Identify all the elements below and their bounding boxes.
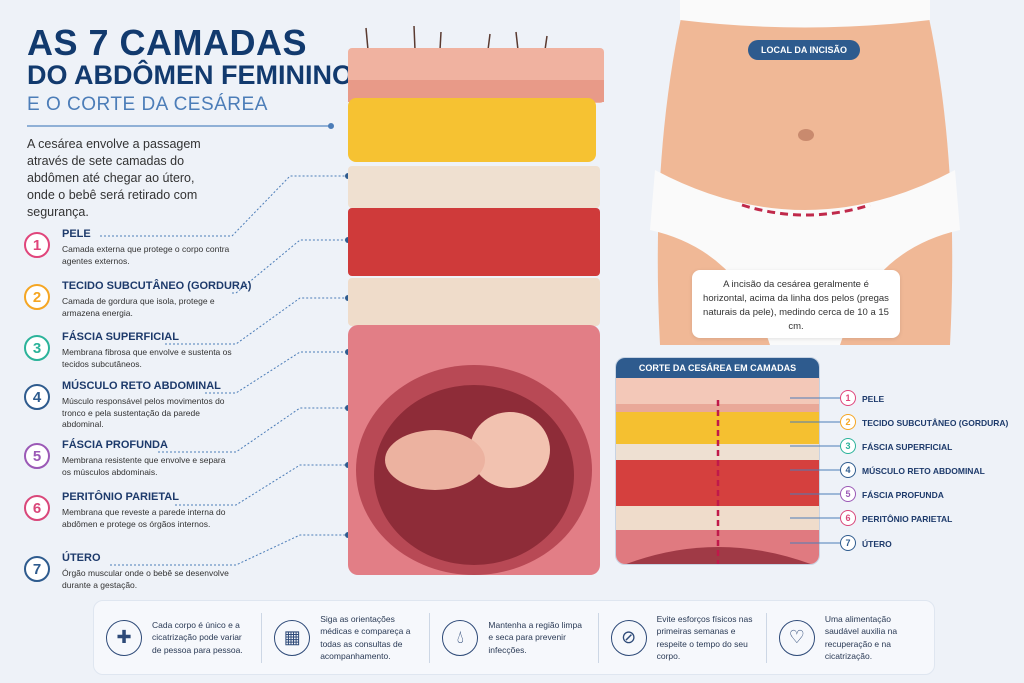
heart-icon: ♡ (778, 619, 815, 656)
tip-item: 💧︎Mantenha a região limpa e seca para pr… (430, 612, 599, 663)
number-badge: 4 (840, 462, 856, 478)
number-badge: 1 (24, 232, 50, 258)
muscle-layer (348, 208, 600, 276)
abdomen-layers-illustration (348, 25, 604, 575)
superficial-fascia-layer (348, 166, 600, 208)
number-badge: 1 (840, 390, 856, 406)
hair-icon (365, 25, 548, 51)
calendar-icon: ▦ (274, 619, 311, 656)
incision-location-badge: LOCAL DA INCISÃO (748, 40, 860, 60)
intro-text: A cesárea envolve a passagem através de … (27, 137, 201, 219)
tip-item: ⊘Evite esforços físicos nas primeiras se… (599, 612, 767, 663)
number-badge: 7 (840, 535, 856, 551)
tip-item: ✚ Cada corpo é único e a cicatrização pod… (94, 612, 263, 663)
layer-desc: Membrana que reveste a parede interna do… (62, 507, 226, 529)
no-lifting-icon: ⊘ (610, 619, 647, 656)
layer-desc: Camada externa que protege o corpo contr… (62, 244, 230, 266)
deep-fascia-layer (348, 278, 600, 326)
layer-desc: Membrana fibrosa que envolve e sustenta … (62, 347, 232, 369)
layer-desc: Camada de gordura que isola, protege e a… (62, 296, 215, 318)
layer-title: PERITÔNIO PARIETAL (62, 491, 179, 503)
incision-note: A incisão da cesárea geralmente é horizo… (692, 270, 900, 338)
tip-text: Siga as orientações médicas e compareça … (320, 613, 411, 662)
fat-layer (348, 98, 596, 162)
subtitle: E O CORTE DA CESÁREA (27, 94, 268, 115)
number-badge: 4 (24, 384, 50, 410)
tip-text: Uma alimentação saudável auxilia na recu… (824, 613, 898, 662)
number-badge: 7 (24, 556, 50, 582)
layer-desc: Membrana resistente que envolve e separa… (62, 455, 226, 477)
cut-layers-illustration (616, 378, 819, 564)
number-badge: 3 (24, 335, 50, 361)
number-badge: 3 (840, 438, 856, 454)
layer-title: FÁSCIA SUPERFICIAL (62, 331, 179, 343)
number-badge: 2 (840, 414, 856, 430)
belly-illustration (650, 0, 960, 345)
number-badge: 2 (24, 284, 50, 310)
tip-item: ♡Uma alimentação saudável auxilia na rec… (767, 613, 934, 663)
water-drop-icon: 💧︎ (442, 619, 479, 656)
underwear (650, 170, 960, 345)
tip-item: ▦Siga as orientações médicas e compareça… (262, 612, 431, 663)
tip-text: Evite esforços físicos nas primeiras sem… (656, 613, 753, 662)
title-line-2: DO ABDÔMEN FEMININO (27, 60, 353, 90)
baby-illustration (470, 412, 550, 488)
layer-title: TECIDO SUBCUTÂNEO (GORDURA) (62, 280, 252, 292)
divider (27, 123, 334, 129)
incision-line (741, 203, 871, 217)
number-badge: 6 (24, 495, 50, 521)
navel (798, 129, 814, 141)
shield-cross-icon: ✚ (106, 619, 142, 656)
layer-title: PELE (62, 228, 91, 240)
layer-desc: Músculo responsável pelos movimentos do … (62, 396, 225, 429)
number-badge: 5 (24, 443, 50, 469)
panel-title: CORTE DA CESÁREA EM CAMADAS (616, 358, 819, 378)
layer-title: ÚTERO (62, 552, 101, 564)
layer-desc: Órgão muscular onde o bebê se desenvolve… (62, 568, 229, 590)
tips-bar: ✚ Cada corpo é único e a cicatrização pod… (93, 600, 935, 675)
number-badge: 5 (840, 486, 856, 502)
layer-title: FÁSCIA PROFUNDA (62, 439, 168, 451)
title: AS 7 CAMADAS (27, 22, 308, 63)
number-badge: 6 (840, 510, 856, 526)
tip-text: Cada corpo é único e a cicatrização pode… (152, 619, 243, 655)
cesarean-cut-panel: CORTE DA CESÁREA EM CAMADAS (615, 357, 820, 565)
tip-text: Mantenha a região limpa e seca para prev… (488, 619, 582, 655)
layer-title: MÚSCULO RETO ABDOMINAL (62, 380, 221, 392)
